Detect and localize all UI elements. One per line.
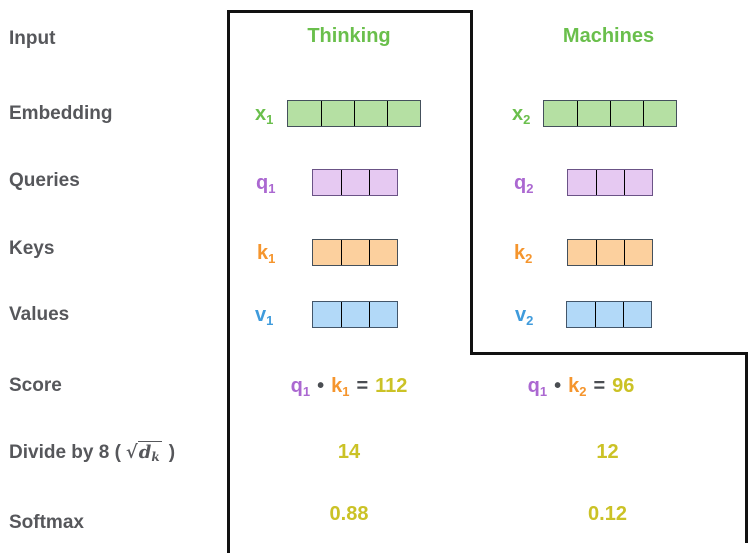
label-score: Score [9, 375, 62, 396]
vector-cell [288, 101, 321, 126]
vector-cell [354, 101, 387, 126]
divided-score-machines: 12 [596, 441, 619, 463]
score-q1: q1 [290, 375, 311, 399]
x2-embedding-vector [543, 100, 677, 127]
softmax-value-thinking: 0.88 [329, 503, 369, 525]
vector-cell [595, 302, 623, 327]
divide-prefix: Divide by 8 ( [9, 442, 121, 463]
box-border-right-upper [470, 10, 473, 355]
label-keys: Keys [9, 238, 55, 259]
vector-cell [341, 170, 369, 195]
column-header-machines: Machines [562, 25, 655, 47]
box-border-step [470, 352, 748, 355]
score-value-machines: 96 [612, 375, 635, 397]
vector-cell [341, 240, 369, 265]
score-k2: k2 [568, 375, 587, 399]
equals-sign: = [356, 375, 369, 397]
k2-label: k2 [514, 242, 533, 266]
box-border-right-lower [745, 352, 748, 543]
vector-cell [369, 302, 397, 327]
vector-cell [369, 240, 397, 265]
vector-cell [568, 170, 596, 195]
vector-cell [387, 101, 420, 126]
vector-cell [369, 170, 397, 195]
q2-label: q2 [514, 172, 534, 196]
score-q1: q1 [527, 375, 548, 399]
x2-label: x2 [512, 103, 531, 127]
q2-query-vector [567, 169, 653, 196]
v1-value-vector [312, 301, 398, 328]
vector-cell [313, 170, 341, 195]
radicand-d: d [138, 442, 152, 463]
label-embedding: Embedding [9, 103, 113, 124]
box-border-left [227, 10, 230, 553]
v2-value-vector [566, 301, 652, 328]
vector-cell [596, 170, 624, 195]
vector-cell [544, 101, 577, 126]
vector-cell [596, 240, 624, 265]
v1-label: v1 [255, 304, 274, 328]
label-divide-by-8: Divide by 8 (√dk) [9, 441, 175, 469]
vector-cell [624, 170, 652, 195]
softmax-value-machines: 0.12 [588, 503, 627, 525]
q1-label: q1 [256, 172, 276, 196]
vector-cell [623, 302, 651, 327]
box-border-top [227, 10, 473, 13]
label-softmax: Softmax [9, 512, 84, 533]
vector-cell [624, 240, 652, 265]
dot-operator: • [317, 375, 325, 397]
radicand-sub-k: k [151, 450, 160, 464]
equals-sign: = [593, 375, 606, 397]
label-input: Input [9, 28, 56, 49]
vector-cell [567, 302, 595, 327]
vector-cell [341, 302, 369, 327]
label-values: Values [9, 304, 70, 325]
sqrt-dk-formula: √dk [125, 441, 162, 464]
divided-score-thinking: 14 [337, 441, 361, 463]
vector-cell [321, 101, 354, 126]
vector-cell [610, 101, 643, 126]
sqrt-symbol: √ [125, 442, 138, 463]
v2-label: v2 [515, 304, 534, 328]
k2-key-vector [567, 239, 653, 266]
column-header-thinking: Thinking [307, 25, 391, 47]
score-k1: k1 [331, 375, 350, 399]
vector-cell [643, 101, 676, 126]
x1-label: x1 [255, 103, 274, 127]
k1-label: k1 [257, 242, 276, 266]
dot-operator: • [554, 375, 562, 397]
vector-cell [313, 240, 341, 265]
divide-suffix: ) [168, 442, 176, 463]
vector-cell [568, 240, 596, 265]
score-value-thinking: 112 [375, 375, 408, 397]
x1-embedding-vector [287, 100, 421, 127]
label-queries: Queries [9, 170, 80, 191]
vector-cell [577, 101, 610, 126]
vector-cell [313, 302, 341, 327]
score-machines: q1 • k2 = 96 [470, 375, 692, 399]
score-thinking: q1 • k1 = 112 [228, 375, 470, 399]
q1-query-vector [312, 169, 398, 196]
k1-key-vector [312, 239, 398, 266]
